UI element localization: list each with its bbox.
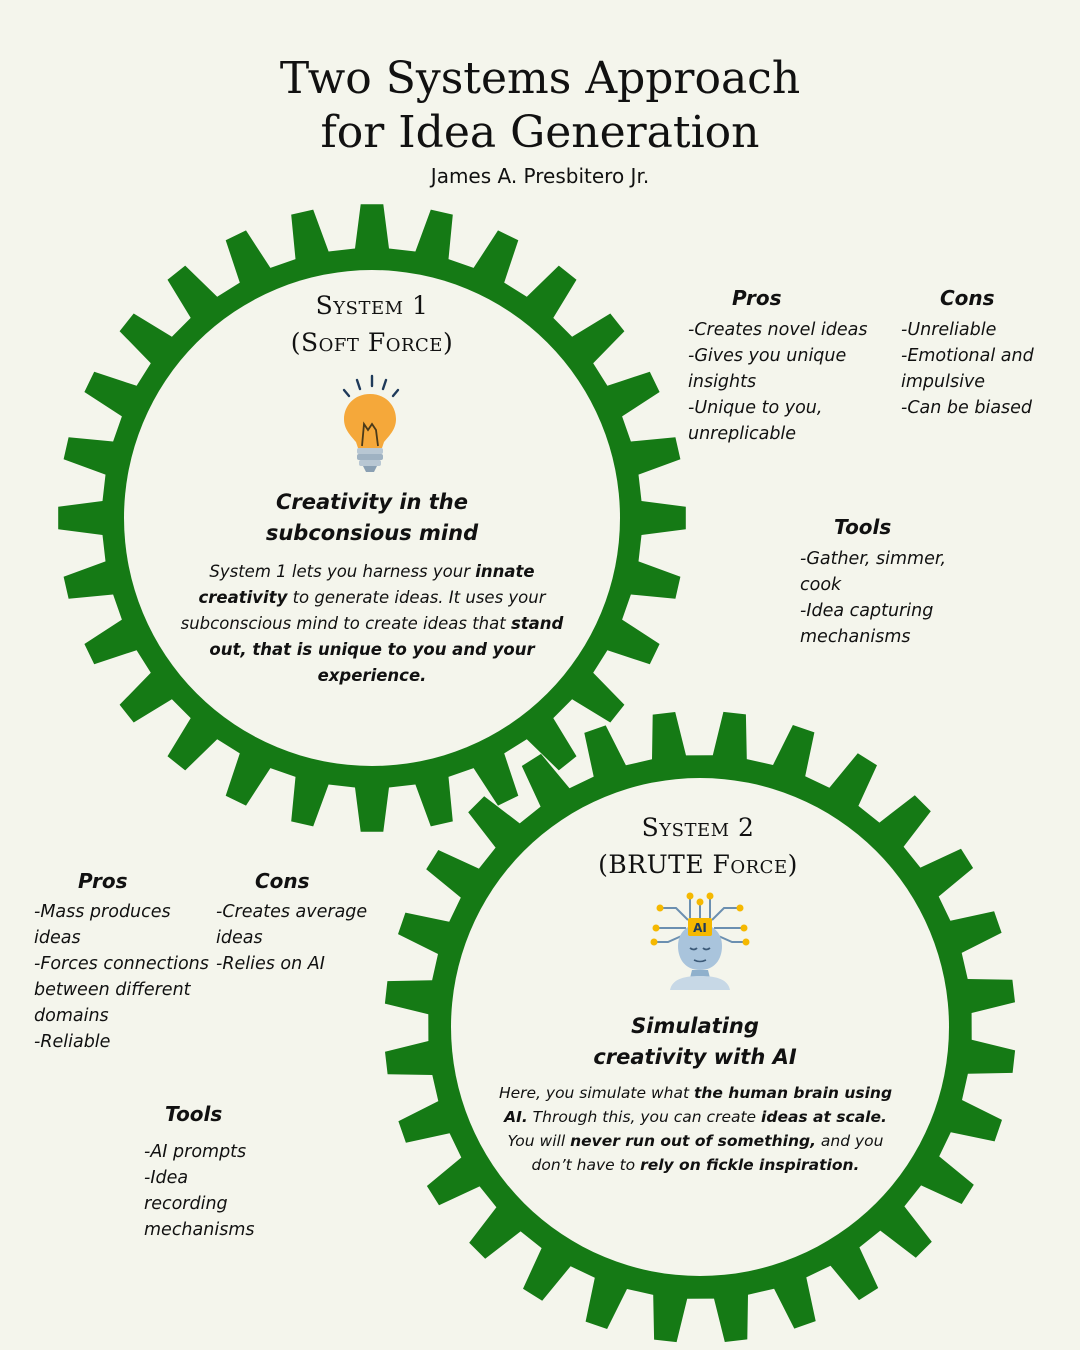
system2-body-segment: Here, you simulate what bbox=[498, 1084, 694, 1102]
system2-title-line-2: (BRUTE Force) bbox=[598, 850, 798, 879]
system1-pros-item: -Creates novel ideas bbox=[688, 320, 868, 340]
system2-cons-list: -Creates average ideas -Relies on AI bbox=[216, 899, 381, 977]
system1-body-segment: to generate ideas. It uses your subconsc… bbox=[180, 588, 546, 633]
title-line-1: Two Systems Approach bbox=[279, 53, 801, 104]
system1-tools-list: -Gather, simmer, cook -Idea capturing mec… bbox=[800, 546, 960, 650]
gear-center bbox=[124, 270, 620, 766]
system2-body-segment: ideas at scale. bbox=[761, 1108, 887, 1126]
system2-body-segment: the human brain using AI. bbox=[504, 1084, 893, 1126]
system2-tools-item: -AI prompts bbox=[144, 1142, 247, 1162]
system2-body-segment: never run out of something, bbox=[570, 1132, 816, 1150]
system1-heading-line-1: Creativity in the bbox=[275, 490, 469, 514]
system2-description: Here, you simulate what the human brain … bbox=[498, 1081, 893, 1177]
system2-pros-list: -Mass produces ideas -Forces connections … bbox=[34, 899, 209, 1055]
system1-tools-item: -Gather, simmer, cook bbox=[800, 549, 947, 595]
title-line-2: for Idea Generation bbox=[320, 107, 760, 158]
system2-title-line-1: System 2 bbox=[641, 813, 755, 842]
system2-cons-label: Cons bbox=[255, 869, 310, 893]
gear-system-2 bbox=[384, 711, 1016, 1343]
system1-title: System 1 (Soft Force) bbox=[222, 287, 522, 361]
system1-description: System 1 lets you harness your innate cr… bbox=[178, 559, 566, 689]
system2-body-segment: rely on fickle inspiration. bbox=[640, 1156, 860, 1174]
system1-pros-item: -Gives you unique insights bbox=[688, 346, 847, 392]
system2-heading-line-1: Simulating bbox=[631, 1014, 759, 1038]
system2-body-segment: Through this, you can create bbox=[527, 1108, 762, 1126]
system1-body-segment: innate creativity bbox=[198, 562, 535, 607]
system2-heading: Simulating creativity with AI bbox=[535, 1011, 855, 1073]
system1-pros-label: Pros bbox=[732, 286, 782, 310]
system2-tools-label: Tools bbox=[165, 1102, 223, 1126]
ai-head-icon: AI bbox=[650, 892, 750, 990]
author-name: James A. Presbitero Jr. bbox=[430, 164, 650, 188]
system2-cons-item: -Creates average ideas bbox=[216, 902, 368, 948]
system1-heading-line-2: subconsious mind bbox=[265, 521, 479, 545]
system2-pros-item: -Mass produces ideas bbox=[34, 902, 171, 948]
system2-title: System 2 (BRUTE Force) bbox=[548, 809, 848, 883]
system1-cons-item: -Unreliable bbox=[901, 320, 997, 340]
system2-heading-line-2: creativity with AI bbox=[593, 1045, 797, 1069]
ai-badge-text: AI bbox=[693, 921, 707, 935]
system2-cons-item: -Relies on AI bbox=[216, 954, 325, 974]
system1-cons-label: Cons bbox=[940, 286, 995, 310]
system2-pros-item: -Reliable bbox=[34, 1032, 111, 1052]
system1-cons-item: -Emotional and impulsive bbox=[901, 346, 1034, 392]
system1-title-line-1: System 1 bbox=[315, 291, 429, 320]
system1-cons-list: -Unreliable -Emotional and impulsive -Can … bbox=[901, 317, 1066, 421]
system2-pros-label: Pros bbox=[78, 869, 128, 893]
page-title: Two Systems Approach for Idea Generation bbox=[0, 52, 1080, 160]
system2-body-segment: and you don’t have to bbox=[531, 1132, 884, 1174]
system1-title-line-2: (Soft Force) bbox=[290, 328, 454, 357]
system1-tools-item: -Idea capturing mechanisms bbox=[800, 601, 934, 647]
system1-heading: Creativity in the subconsious mind bbox=[212, 487, 532, 549]
system1-cons-item: -Can be biased bbox=[901, 398, 1033, 418]
lightbulb-icon bbox=[342, 374, 400, 472]
system1-body-segment: System 1 lets you harness your bbox=[209, 562, 476, 581]
system2-tools-list: -AI prompts -Idea recording mechanisms bbox=[144, 1139, 269, 1243]
system2-body-segment: You will bbox=[507, 1132, 571, 1150]
system2-pros-item: -Forces connections between different do… bbox=[34, 954, 209, 1026]
system1-body-segment: stand out, that is unique to you and you… bbox=[209, 614, 564, 685]
system1-pros-item: -Unique to you, unreplicable bbox=[688, 398, 823, 444]
system2-tools-item: -Idea recording mechanisms bbox=[144, 1168, 255, 1240]
gear-center bbox=[451, 778, 949, 1276]
system1-tools-label: Tools bbox=[834, 515, 892, 539]
system1-pros-list: -Creates novel ideas -Gives you unique in… bbox=[688, 317, 873, 447]
gear-system-1 bbox=[58, 204, 686, 832]
